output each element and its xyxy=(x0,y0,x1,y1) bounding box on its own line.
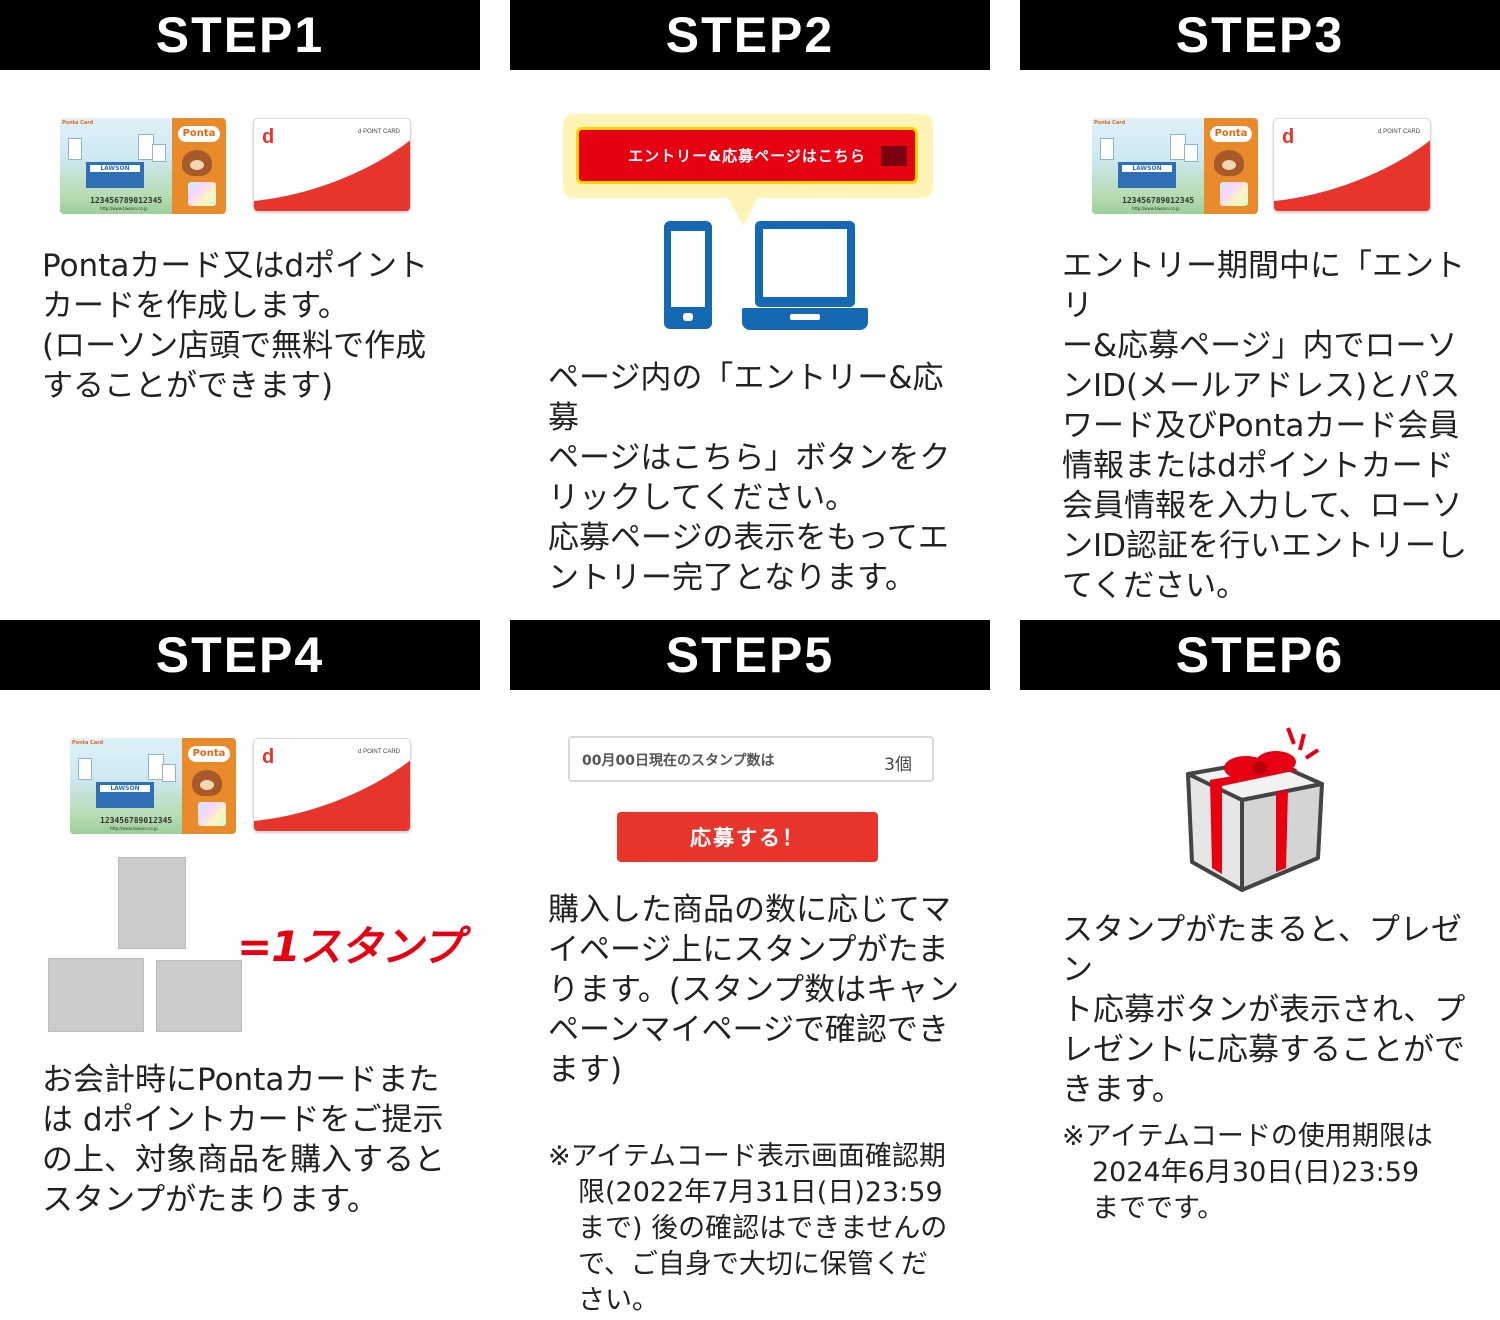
ponta-card-store: LAWSON xyxy=(1122,165,1172,172)
step3-text: エントリー期間中に「エントリ ー&応募ページ」内でローソ ンID(メールアドレス… xyxy=(1062,248,1468,604)
laptop-icon xyxy=(755,221,855,307)
d-card-label: d POINT CARD xyxy=(1378,129,1420,135)
ponta-card-url: http://www.lawson.co.jp xyxy=(110,826,158,831)
one-stamp-label: =1スタンプ xyxy=(237,922,463,971)
ponta-character-icon xyxy=(1214,150,1244,176)
ponta-card-url: http://www.lawson.co.jp xyxy=(100,206,148,211)
step6-note: ※アイテムコードの使用期限は 2024年6月30日(日)23:59 までです。 xyxy=(1062,1083,1492,1263)
entry-page-button[interactable]: エントリー&応募ページはこちら xyxy=(576,127,918,184)
d-point-card-image: d d POINT CARD xyxy=(253,738,411,832)
gift-icon xyxy=(1186,727,1324,892)
ponta-card-store: LAWSON xyxy=(100,785,150,792)
hologram-icon xyxy=(1220,182,1248,206)
ponta-logo: Ponta xyxy=(1210,126,1252,142)
ponta-card-tag: Ponta Card xyxy=(62,120,94,126)
step6-header: STEP6 xyxy=(1020,620,1500,690)
step4-header: STEP4 xyxy=(0,620,480,690)
hologram-icon xyxy=(188,182,216,206)
d-card-label: d POINT CARD xyxy=(358,129,400,135)
ponta-card-tag: Ponta Card xyxy=(72,740,104,746)
product-placeholder-left xyxy=(48,958,144,1032)
ponta-card-number: 123456789012345 xyxy=(1122,196,1195,205)
d-card-wave-icon xyxy=(254,760,410,831)
d-point-card-image: d d POINT CARD xyxy=(1273,118,1431,212)
ponta-card-scene: Ponta Card LAWSON 123456789012345 http:/… xyxy=(1092,118,1204,214)
stamp-count-value: 3個 xyxy=(884,755,912,775)
step6-note-first-line: ※アイテムコードの使用期限は xyxy=(1062,1121,1433,1152)
step2-text: ページ内の「エントリー&応募 ページはこちら」ボタンをク リックしてください。 … xyxy=(548,360,951,596)
laptop-base xyxy=(742,308,868,330)
step5-header: STEP5 xyxy=(510,620,990,690)
step1-header: STEP1 xyxy=(0,0,480,70)
ponta-card-image: Ponta Card LAWSON 123456789012345 http:/… xyxy=(1092,118,1258,214)
ponta-logo: Ponta xyxy=(188,746,230,762)
product-placeholder-right xyxy=(156,960,242,1032)
step6-text: スタンプがたまると、プレゼン ト応募ボタンが表示され、プ レゼントに応募すること… xyxy=(1062,912,1466,1108)
step5-note: ※アイテムコード表示画面確認期 限(2022年7月31日(日)23:59 まで)… xyxy=(548,1103,968,1320)
ponta-card-scene: Ponta Card LAWSON 123456789012345 http:/… xyxy=(70,738,182,834)
d-card-wave-icon xyxy=(1274,140,1430,211)
step4-text: お会計時にPontaカードまた は dポイントカードをご提示 の上、対象商品を購… xyxy=(42,1062,445,1218)
stamp-count-field: 00月00日現在のスタンプ数は 3個 xyxy=(568,736,934,782)
ponta-card-url: http://www.lawson.co.jp xyxy=(1132,206,1180,211)
step5-text: 購入した商品の数に応じてマ イページ上にスタンプがたま ります。(スタンプ数はキ… xyxy=(548,892,960,1088)
d-card-logo: d xyxy=(1282,126,1295,148)
bubble-tail xyxy=(727,196,759,226)
step6-note-rest: 2024年6月30日(日)23:59 までです。 xyxy=(1092,1157,1420,1224)
ponta-character-icon xyxy=(192,770,222,796)
step1-text: Pontaカード又はdポイント カードを作成します。 (ローソン店頭で無料で作成… xyxy=(42,248,429,404)
external-window-icon xyxy=(881,146,907,166)
ponta-card-number: 123456789012345 xyxy=(100,816,173,825)
stamp-count-label: 00月00日現在のスタンプ数は xyxy=(582,753,775,769)
ponta-character-icon xyxy=(182,150,212,176)
ponta-card-number: 123456789012345 xyxy=(90,196,163,205)
d-card-logo: d xyxy=(262,746,275,768)
hologram-icon xyxy=(198,802,226,826)
d-card-label: d POINT CARD xyxy=(358,749,400,755)
ponta-card-tag: Ponta Card xyxy=(1094,120,1126,126)
entry-button-label: エントリー&応募ページはこちら xyxy=(628,147,866,165)
d-card-wave-icon xyxy=(254,140,410,211)
ponta-card-image: Ponta Card LAWSON 123456789012345 http:/… xyxy=(70,738,236,834)
step2-header: STEP2 xyxy=(510,0,990,70)
ponta-card-image: Ponta Card LAWSON 123456789012345 http:/… xyxy=(60,118,226,214)
ponta-card-scene: Ponta Card LAWSON 123456789012345 http:/… xyxy=(60,118,172,214)
product-placeholder-top xyxy=(118,857,186,949)
step5-note-rest: 限(2022年7月31日(日)23:59 まで) 後の確認はできませんの で、ご… xyxy=(578,1177,948,1316)
smartphone-icon xyxy=(664,221,712,329)
ponta-card-store: LAWSON xyxy=(90,165,140,172)
d-card-logo: d xyxy=(262,126,275,148)
step5-note-first-line: ※アイテムコード表示画面確認期 xyxy=(548,1141,946,1172)
ponta-logo: Ponta xyxy=(178,126,220,142)
step3-header: STEP3 xyxy=(1020,0,1500,70)
d-point-card-image: d d POINT CARD xyxy=(253,118,411,212)
apply-button[interactable]: 応募する！ xyxy=(617,812,878,862)
